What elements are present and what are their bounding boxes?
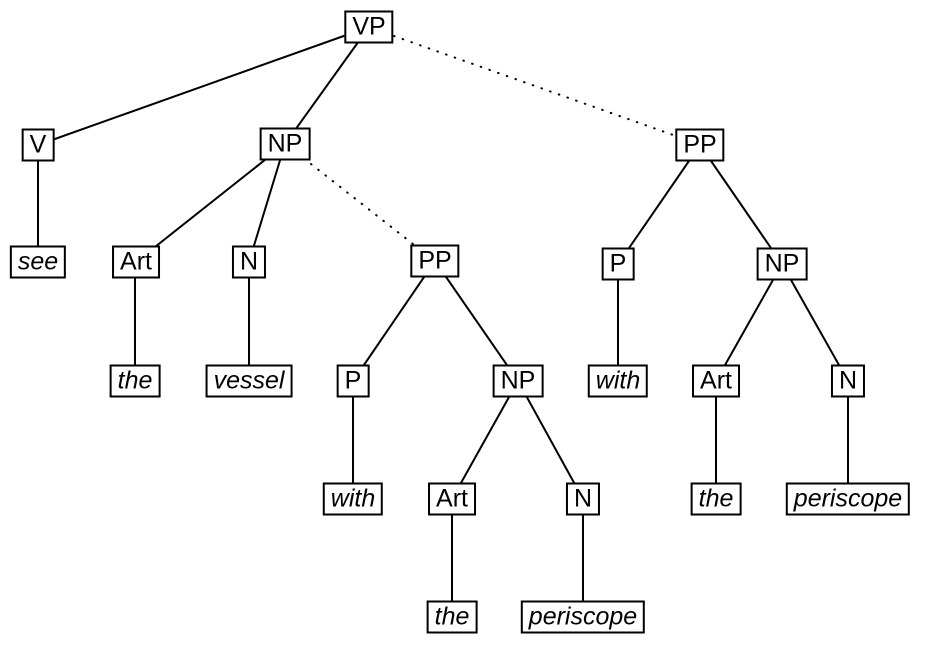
edge-np-art-mid <box>451 380 519 500</box>
edge-pp-np-mid <box>434 260 519 382</box>
node-n-mid: N <box>565 482 601 516</box>
node-the-mid: the <box>426 600 478 634</box>
edge-np-art <box>135 143 286 263</box>
node-np-right: NP <box>756 247 808 281</box>
node-with-mid: with <box>322 482 384 516</box>
edge-pp-np-right <box>699 144 783 265</box>
node-see: see <box>9 245 67 279</box>
node-periscope-right: periscope <box>785 482 911 516</box>
node-n-vessel: N <box>231 245 267 279</box>
edge-np-n <box>248 143 286 263</box>
node-n-right: N <box>830 364 866 398</box>
node-np-object: NP <box>259 127 311 161</box>
edge-np-art-right <box>715 263 783 382</box>
node-art-right: Art <box>692 364 740 398</box>
edge-np-n-right <box>781 263 849 382</box>
node-np-mid: NP <box>492 364 544 398</box>
edge-vp-np <box>284 26 370 145</box>
node-with-right: with <box>587 364 649 398</box>
node-art-mid: Art <box>428 482 476 516</box>
edge-vp-v <box>37 26 370 146</box>
node-pp-vp-attached: PP <box>675 128 725 162</box>
node-vp: VP <box>344 10 394 44</box>
edge-vp-pp <box>393 35 677 137</box>
edge-np-n-mid <box>517 380 584 500</box>
edge-np-pp <box>310 163 414 245</box>
node-periscope-mid: periscope <box>520 600 646 634</box>
edge-pp-p-right <box>617 144 701 265</box>
node-v: V <box>21 128 55 162</box>
node-vessel: vessel <box>205 364 293 398</box>
node-the-right: the <box>690 482 742 516</box>
node-the-vessel: the <box>109 364 161 398</box>
edge-pp-p-mid <box>352 260 436 382</box>
node-p-mid: P <box>336 364 370 398</box>
node-p-right: P <box>601 247 635 281</box>
node-pp-np-attached: PP <box>410 244 460 278</box>
node-art-vessel: Art <box>112 245 160 279</box>
